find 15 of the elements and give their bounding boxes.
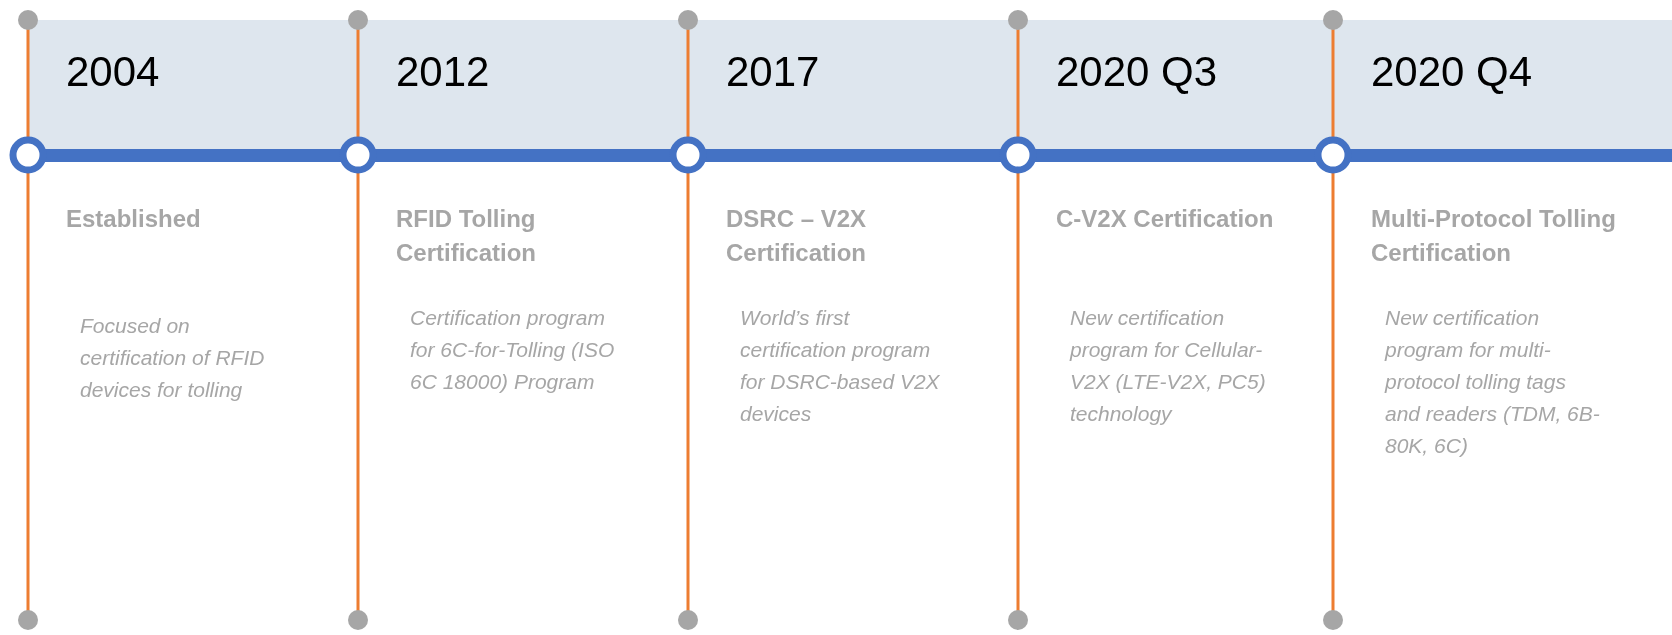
year-label: 2020 Q3	[1056, 48, 1218, 96]
milestone-description: World’s first certification program for DSRC-based V2X devices	[740, 305, 941, 427]
milestone-title: RFID Tolling Certification	[396, 204, 537, 268]
milestone-title: Established	[66, 204, 202, 234]
milestone-title: Multi-Protocol Tolling Certification	[1371, 204, 1617, 268]
milestone-description: Certification program for 6C-for-Tolling (ISO 6C 18000) Program	[410, 305, 616, 395]
year-label: 2020 Q4	[1371, 48, 1533, 96]
milestone-title: C-V2X Certification	[1056, 204, 1275, 234]
year-label: 2004	[66, 48, 160, 96]
milestone-description: Focused on certification of RFID devices for tolling	[80, 313, 266, 403]
milestone-description: New certification program for Cellular-V2X (LTE-V2X, PC5) technology	[1070, 305, 1267, 427]
year-label: 2017	[726, 48, 820, 96]
milestone-title: DSRC – V2X Certification	[726, 204, 868, 268]
milestone-description: New certification program for multi-protocol tolling tags and readers (TDM, 6B-80K, 6C)	[1385, 305, 1600, 459]
year-label: 2012	[396, 48, 490, 96]
